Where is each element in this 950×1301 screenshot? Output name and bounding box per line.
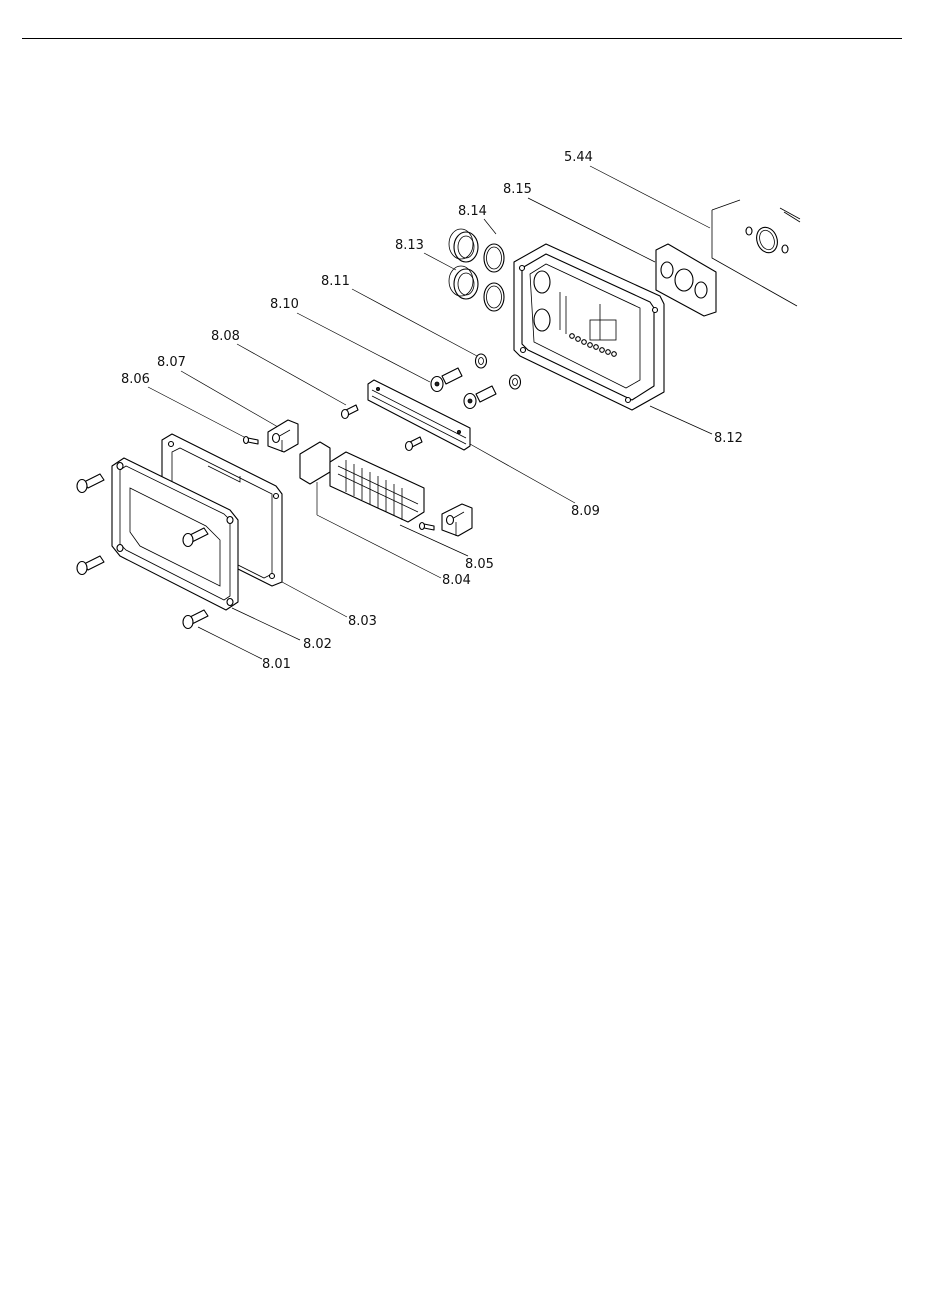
part-8-14-o-rings bbox=[484, 244, 504, 311]
leader-8-14 bbox=[484, 219, 496, 234]
leader-8-11 bbox=[352, 289, 477, 356]
part-8-13-cable-glands bbox=[449, 229, 478, 299]
label-8-04: 8.04 bbox=[442, 573, 471, 588]
part-8-04-marker-plate bbox=[300, 442, 330, 484]
label-8-06: 8.06 bbox=[121, 372, 150, 387]
label-8-14: 8.14 bbox=[458, 204, 487, 219]
label-8-08: 8.08 bbox=[211, 329, 240, 344]
leader-8-08 bbox=[237, 344, 346, 405]
leader-8-06 bbox=[148, 387, 246, 438]
label-8-01: 8.01 bbox=[262, 657, 291, 672]
part-8-12-enclosure-box bbox=[514, 244, 664, 410]
part-8-15-gasket-plate bbox=[656, 244, 716, 316]
label-8-05: 8.05 bbox=[465, 557, 494, 572]
label-8-10: 8.10 bbox=[270, 297, 299, 312]
label-8-13: 8.13 bbox=[395, 238, 424, 253]
part-8-07-end-stop bbox=[268, 420, 298, 452]
leader-8-09 bbox=[470, 444, 575, 503]
label-8-09: 8.09 bbox=[571, 504, 600, 519]
leader-8-02 bbox=[232, 608, 300, 640]
label-8-15: 8.15 bbox=[503, 182, 532, 197]
label-8-02: 8.02 bbox=[303, 637, 332, 652]
leader-8-01 bbox=[198, 627, 262, 659]
part-8-10-bolts bbox=[431, 368, 496, 409]
part-8-06-screw bbox=[244, 437, 259, 445]
leader-8-13 bbox=[424, 253, 456, 270]
leader-8-07 bbox=[181, 371, 278, 427]
part-terminal-blocks bbox=[330, 452, 424, 522]
label-8-03: 8.03 bbox=[348, 614, 377, 629]
leader-5-44 bbox=[590, 166, 710, 228]
label-8-12: 8.12 bbox=[714, 431, 743, 446]
part-8-11-washers bbox=[476, 354, 521, 389]
leader-8-10 bbox=[297, 313, 430, 382]
leader-8-03 bbox=[282, 582, 347, 617]
label-5-44: 5.44 bbox=[564, 150, 593, 165]
leader-8-12 bbox=[650, 406, 712, 434]
label-8-07: 8.07 bbox=[157, 355, 186, 370]
part-8-05-end-stop bbox=[420, 504, 473, 536]
part-5-44-housing-wall bbox=[712, 200, 800, 306]
label-8-11: 8.11 bbox=[321, 274, 350, 289]
